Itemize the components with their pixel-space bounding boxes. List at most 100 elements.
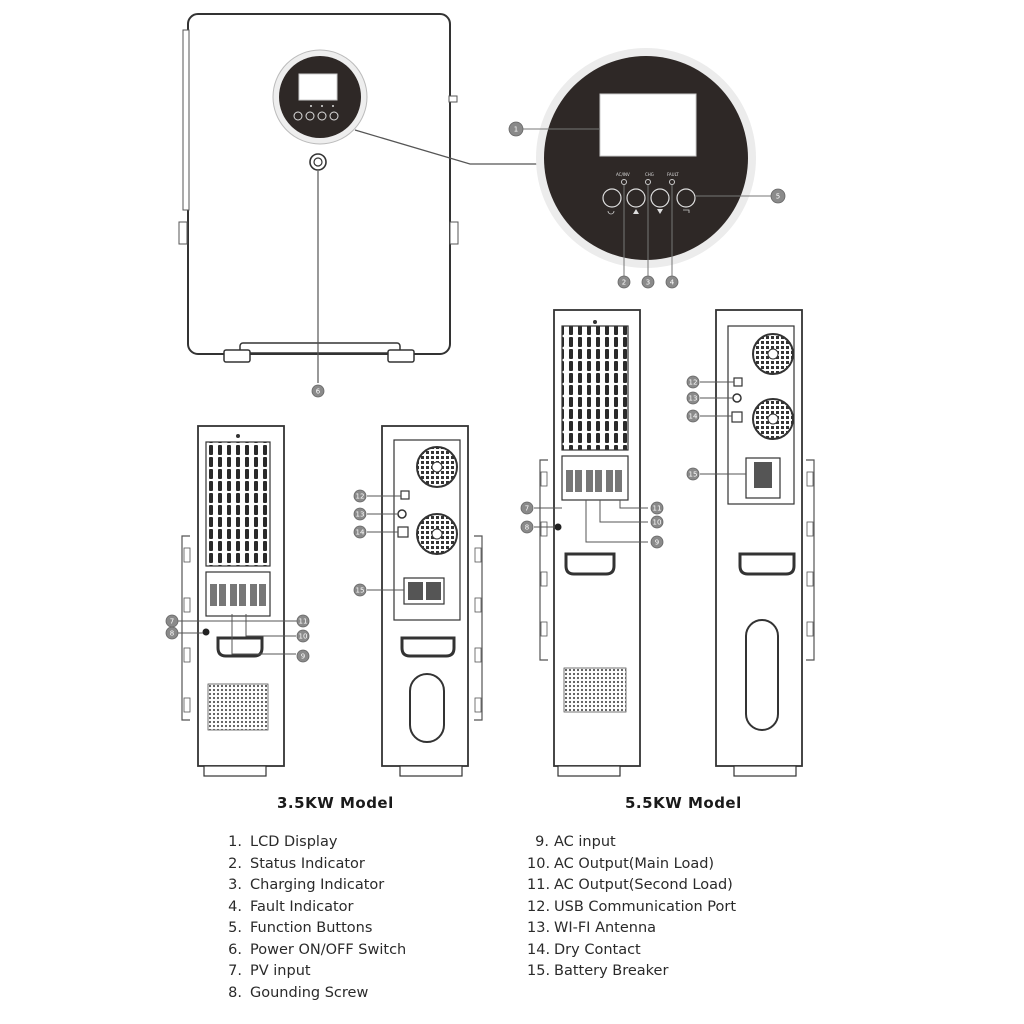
legend-item: 2. Status Indicator	[220, 854, 406, 876]
legend-item-label: WI-FI Antenna	[554, 920, 657, 936]
callout-badge-14	[353, 525, 367, 539]
callout-badge-12	[353, 489, 367, 503]
caption-35kw-model: 3.5KW Model	[277, 794, 394, 812]
menu-button-icon	[602, 188, 622, 208]
up-button-icon	[626, 188, 646, 208]
legend-list-right: 9. AC input 10.AC Output(Main Load)11.AC O…	[527, 832, 736, 983]
callout-number: 9	[655, 539, 659, 547]
callout-badge-8	[520, 520, 534, 534]
callout-badge-10	[650, 515, 664, 529]
legend-item: 5. Function Buttons	[220, 918, 406, 940]
callout-badge-9	[650, 535, 664, 549]
legend-item-label: AC Output(Second Load)	[554, 877, 733, 893]
callout-number: 3	[646, 279, 650, 287]
callout-badge-8	[165, 626, 179, 640]
legend-item-label: USB Communication Port	[554, 898, 737, 915]
legend-item: 4.Fault Indicator	[220, 897, 406, 919]
caption-55kw-model: 5.5KW Model	[625, 794, 742, 812]
callout-number: 12	[689, 379, 698, 387]
down-button-icon	[650, 188, 670, 208]
charging-indicator-label: CHG	[645, 172, 654, 177]
enter-button-icon	[676, 188, 696, 208]
callout-badge-11	[650, 501, 664, 515]
callout-badge-5	[770, 188, 786, 204]
legend-item: 1.LCD Display	[220, 832, 406, 854]
callout-badge-13	[686, 391, 700, 405]
callout-number: 8	[525, 524, 529, 532]
status-indicator-label: AC/INV	[616, 172, 630, 177]
legend-item: 15.Battery Breaker	[527, 961, 736, 983]
callout-badge-2	[617, 275, 631, 289]
callout-number: 5	[776, 193, 780, 201]
callout-number: 14	[356, 529, 365, 537]
legend-item-label: Battery Breaker	[554, 963, 669, 979]
legend-item-number: 6.	[228, 941, 242, 958]
callout-number: 14	[689, 413, 698, 421]
callout-number: 9	[301, 653, 305, 661]
callout-number: 10	[299, 633, 308, 641]
legend-item-number: 8.	[228, 984, 242, 1001]
callout-number: 12	[356, 493, 365, 501]
legend-item-label: PV input	[250, 963, 311, 979]
legend-item-number: 13.	[527, 920, 551, 936]
callout-number: 11	[653, 505, 662, 513]
legend-item-label: LCD Display	[250, 834, 338, 850]
callout-number: 6	[316, 388, 321, 396]
callout-badge-14	[686, 409, 700, 423]
callout-badge-9	[296, 649, 310, 663]
callout-number: 13	[356, 511, 365, 519]
legend-item-number: 9.	[535, 834, 549, 850]
legend-item-label: Power ON/OFF Switch	[250, 941, 407, 958]
legend-item-number: 2.	[228, 855, 242, 872]
front-view-unit	[178, 13, 540, 383]
legend-item-label: Function Buttons	[250, 920, 373, 936]
callout-number: 13	[689, 395, 698, 403]
legend-item-number: 3.	[228, 877, 242, 893]
legend-item: 11.AC Output(Second Load)	[527, 875, 736, 897]
inverter-diagram: AC/INV CHG FAULT	[165, 13, 815, 777]
unit-35kw-right	[367, 425, 483, 777]
legend-item-label: Dry Contact	[554, 941, 641, 958]
legend-item: 3. Charging Indicator	[220, 875, 406, 897]
callout-badge-4	[665, 275, 679, 289]
legend-item-label: Gounding Screw	[250, 984, 369, 1001]
callout-number: 10	[653, 519, 662, 527]
power-switch-icon	[309, 153, 327, 171]
callout-number: 7	[525, 505, 529, 513]
legend-item: 8. Gounding Screw	[220, 983, 406, 1005]
callout-badge-6	[311, 384, 325, 398]
legend-item-number: 15.	[527, 963, 551, 979]
unit-35kw-left	[178, 425, 300, 777]
callout-number: 7	[170, 618, 174, 626]
legend-item-number: 12.	[527, 898, 551, 915]
callout-badge-13	[353, 507, 367, 521]
callout-badge-12	[686, 375, 700, 389]
legend-item: 10.AC Output(Main Load)	[527, 854, 736, 876]
legend-item: 6. Power ON/OFF Switch	[220, 940, 406, 962]
legend-item-label: Charging Indicator	[250, 877, 385, 893]
legend-item-number: 11.	[527, 877, 551, 893]
callout-number: 11	[299, 618, 308, 626]
legend-item-label: Fault Indicator	[250, 898, 354, 915]
legend-item-label: Status Indicator	[250, 855, 365, 872]
legend-item-number: 7.	[228, 963, 242, 979]
callout-badge-7	[520, 501, 534, 515]
callout-number: 2	[622, 279, 626, 287]
legend-item-number: 5.	[228, 920, 242, 936]
callout-badge-1	[508, 121, 524, 137]
legend-item: 7. PV input	[220, 961, 406, 983]
callout-number: 1	[514, 126, 518, 134]
unit-55kw-left	[534, 309, 648, 777]
callout-number: 4	[670, 279, 675, 287]
legend-item: 9. AC input	[527, 832, 736, 854]
legend-item-label: AC input	[554, 834, 616, 850]
legend-item-number: 14.	[527, 941, 551, 958]
legend-item-label: AC Output(Main Load)	[554, 855, 715, 872]
callout-number: 15	[689, 471, 698, 479]
callout-badge-3	[641, 275, 655, 289]
legend-item: 13.WI-FI Antenna	[527, 918, 736, 940]
lcd-display-screen	[599, 93, 697, 157]
legend-item: 12.USB Communication Port	[527, 897, 736, 919]
callout-badge-15	[353, 583, 367, 597]
